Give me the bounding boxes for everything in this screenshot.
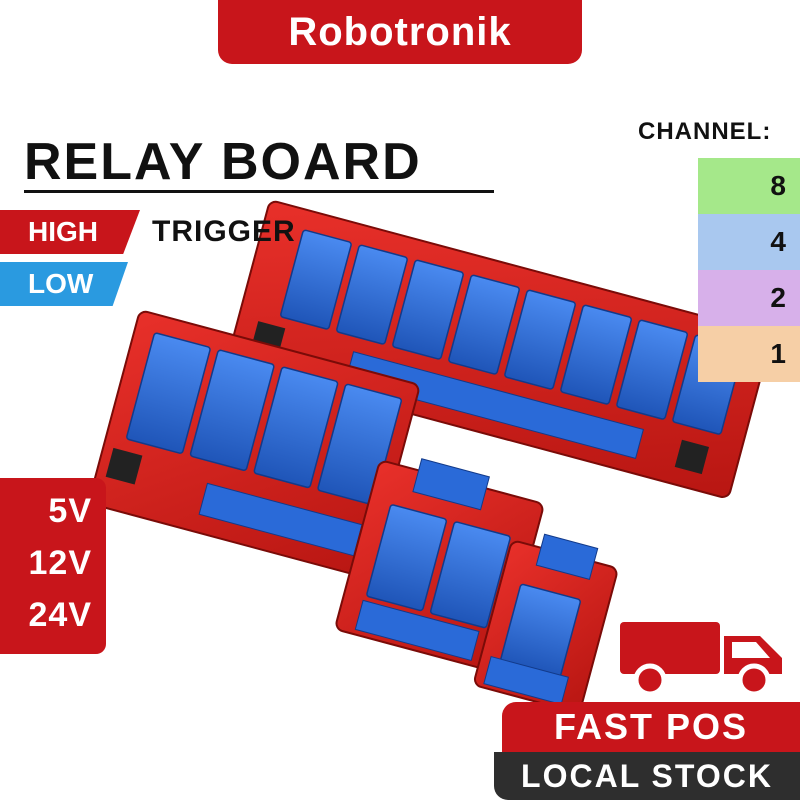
voltage-5v: 5V — [48, 492, 92, 530]
voltage-24v: 24V — [28, 596, 92, 634]
voltage-12v: 12V — [28, 544, 92, 582]
channel-4-option: 4 — [698, 214, 800, 270]
page-title: RELAY BOARD — [24, 133, 422, 191]
relay-board-1ch — [473, 533, 618, 713]
channel-2-option: 2 — [698, 270, 800, 326]
channel-8-option: 8 — [698, 158, 800, 214]
relay-board-8ch — [226, 200, 772, 498]
channel-label: CHANNEL: — [638, 118, 772, 145]
local-stock-badge: LOCAL STOCK — [494, 752, 800, 800]
brand-banner: Robotronik — [218, 0, 582, 64]
trigger-label: TRIGGER — [152, 215, 296, 248]
low-trigger-tag: LOW — [0, 262, 128, 306]
relay-board-4ch — [89, 310, 420, 578]
voltage-list: 5V 12V 24V — [0, 478, 106, 654]
channel-1-option: 1 — [698, 326, 800, 382]
fast-pos-badge: FAST POS — [502, 702, 800, 752]
title-underline — [24, 190, 494, 193]
high-trigger-tag: HIGH — [0, 210, 140, 254]
delivery-truck-icon — [620, 622, 782, 697]
